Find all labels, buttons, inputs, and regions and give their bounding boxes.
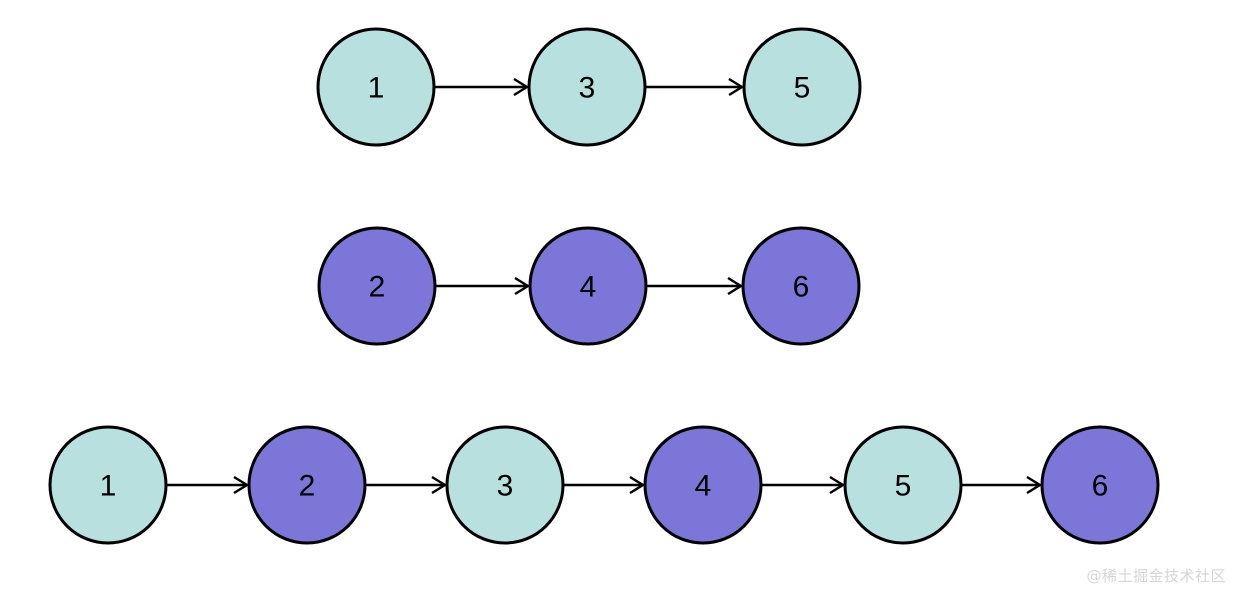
node-circle[interactable] — [643, 425, 763, 545]
node-circle[interactable] — [316, 27, 436, 147]
node-5[interactable]: 5 — [742, 27, 862, 147]
node-3[interactable]: 3 — [445, 425, 565, 545]
node-2[interactable]: 2 — [317, 226, 437, 346]
node-label: 1 — [100, 470, 117, 503]
node-circle[interactable] — [843, 425, 963, 545]
node-2[interactable]: 2 — [247, 425, 367, 545]
node-1[interactable]: 1 — [48, 425, 168, 545]
edge-arrow — [647, 276, 744, 296]
node-circle[interactable] — [528, 226, 648, 346]
node-label: 5 — [895, 470, 912, 503]
edge-arrow — [762, 475, 846, 495]
node-label: 2 — [369, 271, 386, 304]
watermark-label: @稀土掘金技术社区 — [1086, 567, 1226, 585]
node-circle[interactable] — [1040, 425, 1160, 545]
node-label: 3 — [497, 470, 514, 503]
node-circle[interactable] — [317, 226, 437, 346]
node-3[interactable]: 3 — [527, 27, 647, 147]
node-label: 2 — [299, 470, 316, 503]
node-label: 5 — [794, 72, 811, 105]
node-label: 3 — [579, 72, 596, 105]
node-5[interactable]: 5 — [843, 425, 963, 545]
node-circle[interactable] — [48, 425, 168, 545]
node-label: 6 — [793, 271, 810, 304]
node-label: 1 — [368, 72, 385, 105]
edge-arrow — [435, 77, 530, 97]
edge-arrow — [646, 77, 745, 97]
node-circle[interactable] — [527, 27, 647, 147]
node-label: 6 — [1092, 470, 1109, 503]
node-circle[interactable] — [247, 425, 367, 545]
edge-arrow — [962, 475, 1043, 495]
edge-arrow — [167, 475, 250, 495]
node-1[interactable]: 1 — [316, 27, 436, 147]
edge-arrow — [366, 475, 448, 495]
node-circle[interactable] — [742, 27, 862, 147]
node-6[interactable]: 6 — [741, 226, 861, 346]
node-4[interactable]: 4 — [528, 226, 648, 346]
edge-arrow — [436, 276, 531, 296]
nodes-layer: 1 3 5 2 4 6 1 2 3 4 5 6 — [48, 27, 1160, 545]
edges-layer — [167, 77, 1043, 495]
edge-arrow — [564, 475, 646, 495]
node-4[interactable]: 4 — [643, 425, 763, 545]
node-circle[interactable] — [741, 226, 861, 346]
node-6[interactable]: 6 — [1040, 425, 1160, 545]
node-label: 4 — [695, 470, 712, 503]
node-circle[interactable] — [445, 425, 565, 545]
node-label: 4 — [580, 271, 597, 304]
